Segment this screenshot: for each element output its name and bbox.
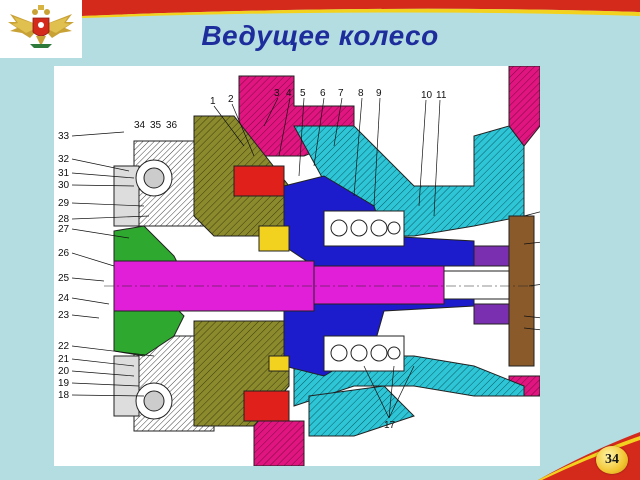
callout-34: 34 xyxy=(134,120,146,131)
slide-title: Ведущее колесо xyxy=(201,20,439,51)
callout-18: 18 xyxy=(58,390,70,401)
callout-3: 3 xyxy=(274,88,280,99)
callout-31: 31 xyxy=(58,168,70,179)
emblem-panel xyxy=(0,0,82,58)
callout-20: 20 xyxy=(58,366,70,377)
callout-26: 26 xyxy=(58,248,70,259)
header-red-stripe xyxy=(82,0,640,18)
end-seal xyxy=(473,215,535,367)
callout-2: 2 xyxy=(228,94,234,105)
callout-10: 10 xyxy=(421,90,433,101)
brake-disk-pack xyxy=(113,140,215,432)
callout-35: 35 xyxy=(150,120,162,131)
planet-gears xyxy=(258,225,290,372)
callout-19: 19 xyxy=(58,378,70,389)
callout-7: 7 xyxy=(338,88,344,99)
drive-wheel-cross-section: 33 32 31 30 29 28 27 26 25 24 23 22 21 2… xyxy=(54,65,565,467)
leader-lines xyxy=(71,97,552,419)
callout-25: 25 xyxy=(58,273,70,284)
callout-4: 4 xyxy=(286,88,292,99)
callout-6: 6 xyxy=(320,88,326,99)
callout-33: 33 xyxy=(58,131,70,142)
callout-17: 17 xyxy=(384,420,396,431)
page-number-badge: 34 xyxy=(596,446,628,474)
callout-1: 1 xyxy=(210,96,216,107)
callout-11: 11 xyxy=(436,90,447,101)
callout-28: 28 xyxy=(58,214,70,225)
callout-9: 9 xyxy=(376,88,382,99)
callout-24: 24 xyxy=(58,293,70,304)
callout-8: 8 xyxy=(358,88,364,99)
callout-30: 30 xyxy=(58,180,70,191)
callout-32: 32 xyxy=(58,154,70,165)
callout-29: 29 xyxy=(58,198,70,209)
military-eagle-emblem-icon xyxy=(8,5,74,48)
callout-23: 23 xyxy=(58,310,70,321)
callout-22: 22 xyxy=(58,341,70,352)
callout-27: 27 xyxy=(58,224,70,235)
callout-36: 36 xyxy=(166,120,178,131)
callout-21: 21 xyxy=(58,354,70,365)
bearings xyxy=(323,210,405,372)
cross-section-drawing: 33 32 31 30 29 28 27 26 25 24 23 22 21 2… xyxy=(58,65,565,467)
callout-5: 5 xyxy=(300,88,306,99)
